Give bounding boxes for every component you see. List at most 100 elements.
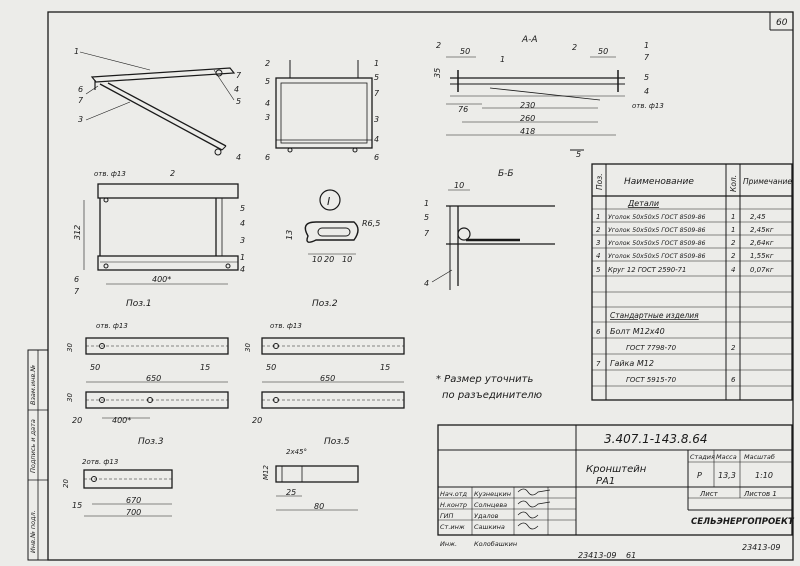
svg-text:ГИП: ГИП xyxy=(440,512,453,520)
svg-text:Ст.инж: Ст.инж xyxy=(440,523,465,531)
drawing-subtitle: РА1 xyxy=(596,476,615,487)
svg-text:5: 5 xyxy=(236,97,241,106)
svg-text:2: 2 xyxy=(265,59,270,68)
svg-text:418: 418 xyxy=(520,127,535,136)
svg-text:4: 4 xyxy=(265,99,270,108)
svg-text:1: 1 xyxy=(240,253,245,262)
signature-mark xyxy=(517,511,539,519)
svg-text:отв. ф13: отв. ф13 xyxy=(94,170,126,178)
svg-text:2,45кг: 2,45кг xyxy=(750,226,774,234)
svg-text:5: 5 xyxy=(265,77,270,86)
svg-text:10: 10 xyxy=(454,181,464,190)
svg-text:312: 312 xyxy=(73,225,82,240)
svg-text:Колобашкин: Колобашкин xyxy=(474,540,517,548)
svg-text:13: 13 xyxy=(285,230,294,240)
svg-text:7: 7 xyxy=(424,229,430,238)
svg-text:Уголок 50x50x5 ГОСТ 8509-86: Уголок 50x50x5 ГОСТ 8509-86 xyxy=(608,253,706,260)
svg-text:6: 6 xyxy=(265,153,270,162)
svg-text:Инж.: Инж. xyxy=(440,540,457,548)
svg-text:отв. ф13: отв. ф13 xyxy=(270,322,302,330)
svg-text:1: 1 xyxy=(596,213,600,221)
svg-text:Масса: Масса xyxy=(716,453,737,461)
svg-text:7: 7 xyxy=(236,71,242,80)
svg-text:4: 4 xyxy=(374,135,379,144)
svg-text:50: 50 xyxy=(460,47,470,56)
svg-text:7: 7 xyxy=(596,360,601,368)
svg-text:5: 5 xyxy=(596,266,601,274)
svg-text:3: 3 xyxy=(265,113,270,122)
label-pos5: Поз.5 xyxy=(324,437,350,447)
svg-text:1: 1 xyxy=(644,41,649,50)
side-stamp-label-1: Инв.№ подл. xyxy=(29,510,37,553)
svg-text:25: 25 xyxy=(286,488,296,497)
svg-text:1: 1 xyxy=(424,199,429,208)
svg-text:5: 5 xyxy=(424,213,429,222)
view-pos4: отв. ф13 30 50 15 650 20 Поз.5 xyxy=(244,322,405,447)
drawing-code: 3.407.1-143.8.64 xyxy=(604,432,708,446)
view-section-aa: А-А 50 50 35 76 230 260 418 2 1 1 7 5 4 … xyxy=(433,35,664,159)
svg-text:Гайка М12: Гайка М12 xyxy=(610,359,654,368)
section-aa-label: А-А xyxy=(521,35,538,45)
svg-text:10: 10 xyxy=(312,255,322,264)
svg-text:6: 6 xyxy=(374,153,379,162)
svg-text:2: 2 xyxy=(731,252,736,260)
svg-text:Стандартные изделия: Стандартные изделия xyxy=(610,311,699,320)
svg-text:М12: М12 xyxy=(262,465,270,480)
signature-mark xyxy=(517,488,551,496)
svg-text:5: 5 xyxy=(240,204,245,213)
view-pos2: I R6,5 13 10 20 10 Поз.2 xyxy=(285,189,380,309)
svg-text:7: 7 xyxy=(74,287,80,296)
svg-text:20: 20 xyxy=(252,416,262,425)
svg-text:Кол.: Кол. xyxy=(729,175,738,192)
drawing-title: Кронштейн xyxy=(586,464,647,475)
svg-text:700: 700 xyxy=(126,508,141,517)
svg-text:35: 35 xyxy=(433,68,442,78)
svg-text:Круг 12 ГОСТ 2590-71: Круг 12 ГОСТ 2590-71 xyxy=(608,266,686,274)
note-line-2: по разъединителю xyxy=(442,390,542,401)
svg-text:Уголок 50x50x5 ГОСТ 8509-86: Уголок 50x50x5 ГОСТ 8509-86 xyxy=(608,227,706,234)
svg-text:Лист: Лист xyxy=(699,490,719,498)
svg-text:1: 1 xyxy=(731,226,735,234)
svg-text:2: 2 xyxy=(170,169,175,178)
svg-text:отв. ф13: отв. ф13 xyxy=(96,322,128,330)
view-front: 2 5 4 3 6 1 5 7 3 4 6 xyxy=(265,59,380,162)
svg-text:7: 7 xyxy=(78,96,84,105)
svg-text:4: 4 xyxy=(234,85,239,94)
view-section-bb: Б-Б 10 1 5 7 4 xyxy=(424,169,555,290)
svg-text:30: 30 xyxy=(66,393,74,402)
company-name: СЕЛЬЭНЕРГОПРОЕКТ xyxy=(691,517,795,527)
svg-text:76: 76 xyxy=(458,105,468,114)
svg-text:1: 1 xyxy=(374,59,379,68)
svg-text:230: 230 xyxy=(520,101,535,110)
view-pos3: отв. ф13 30 50 15 650 30 20 400* Поз.3 xyxy=(66,322,229,447)
svg-text:Нач.отд: Нач.отд xyxy=(440,490,468,498)
archive-number: 23413-09 xyxy=(578,551,617,560)
svg-text:Поз.: Поз. xyxy=(595,173,604,190)
signature-mark xyxy=(517,522,539,530)
svg-text:3: 3 xyxy=(374,115,379,124)
svg-text:Болт М12х40: Болт М12х40 xyxy=(610,327,665,336)
sheet-frame xyxy=(47,11,794,561)
svg-text:4: 4 xyxy=(236,153,241,162)
svg-text:2x45°: 2x45° xyxy=(286,448,307,456)
svg-text:6: 6 xyxy=(731,376,736,384)
svg-text:2отв. ф13: 2отв. ф13 xyxy=(82,458,118,466)
svg-text:5: 5 xyxy=(374,73,379,82)
svg-text:4: 4 xyxy=(731,266,735,274)
svg-text:6: 6 xyxy=(78,85,83,94)
svg-text:4: 4 xyxy=(424,279,429,288)
svg-text:650: 650 xyxy=(320,374,335,383)
view-rod: 2x45° М12 25 80 xyxy=(262,448,359,511)
svg-text:1: 1 xyxy=(731,213,735,221)
svg-text:Листов 1: Листов 1 xyxy=(743,490,777,498)
svg-text:6: 6 xyxy=(74,275,79,284)
svg-text:Масштаб: Масштаб xyxy=(744,453,775,461)
svg-text:80: 80 xyxy=(314,502,324,511)
svg-text:отв. ф13: отв. ф13 xyxy=(632,102,664,110)
svg-text:50: 50 xyxy=(598,47,608,56)
svg-text:Н.контр: Н.контр xyxy=(440,501,467,509)
svg-text:ГОСТ 7798-70: ГОСТ 7798-70 xyxy=(626,344,677,352)
svg-text:4: 4 xyxy=(596,252,600,260)
